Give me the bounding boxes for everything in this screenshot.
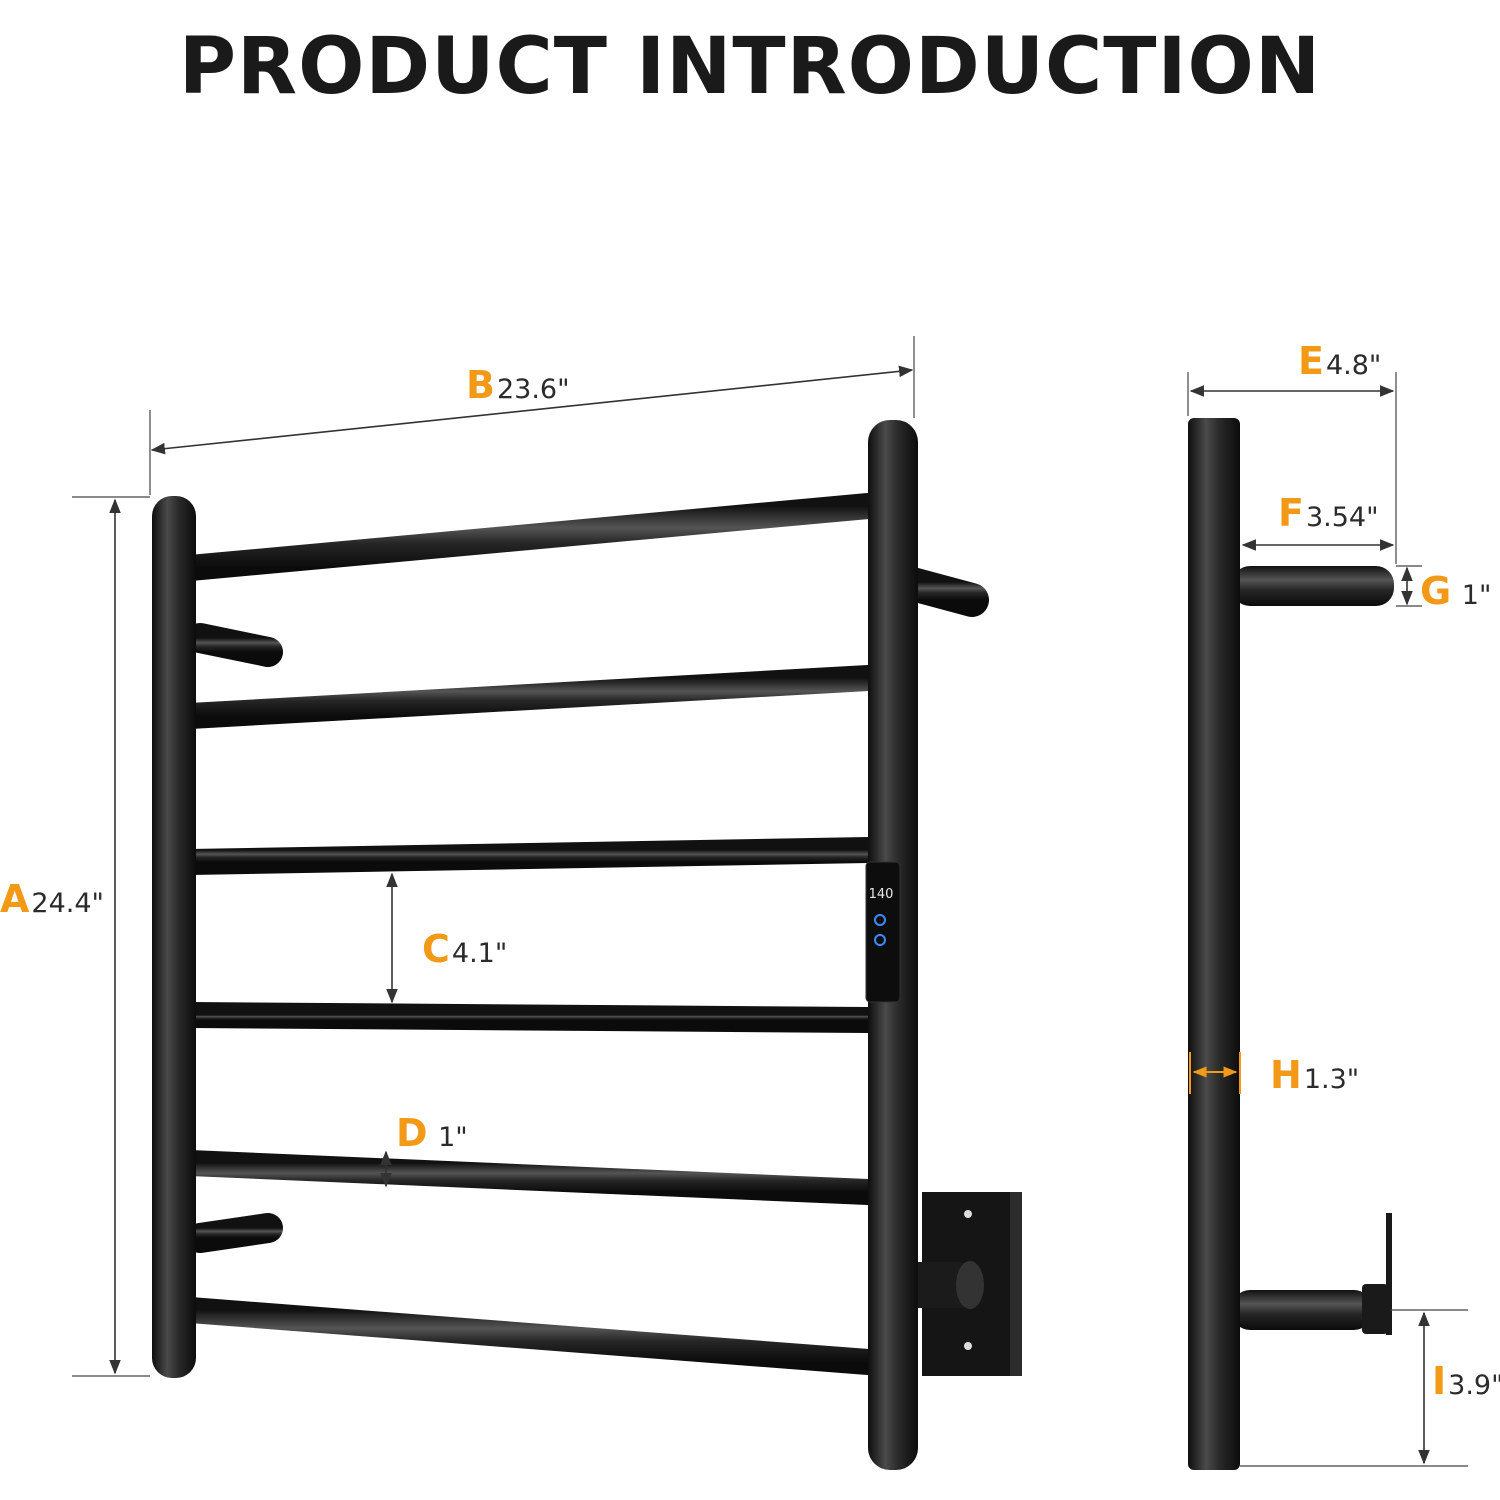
dimension-b: B23.6": [149, 336, 915, 495]
control-panel: 140: [865, 861, 901, 1003]
towel-rack-front-view: 140: [152, 420, 1022, 1470]
left-hook-lower: [185, 1213, 283, 1253]
dimension-d: D 1": [380, 1111, 468, 1188]
left-hook-upper: [185, 623, 283, 667]
left-post: [152, 496, 196, 1378]
side-post: [1188, 418, 1240, 1470]
dimension-c-value: 4.1": [452, 938, 507, 969]
dimension-b-letter: B: [466, 363, 495, 407]
dimension-g: G 1": [1396, 565, 1491, 613]
dimension-a: A24.4": [0, 496, 150, 1377]
temperature-button-icon[interactable]: [874, 914, 886, 926]
dimension-e: E4.8": [1187, 339, 1397, 564]
svg-text:B23.6": B23.6": [466, 363, 570, 407]
dimension-g-value: 1": [1453, 580, 1491, 611]
bar-6: [177, 1297, 881, 1375]
side-upper-arm: [1232, 566, 1394, 606]
dimension-d-value: 1": [430, 1122, 468, 1153]
dimension-f: F3.54": [1241, 491, 1395, 551]
svg-text:A24.4": A24.4": [0, 877, 104, 921]
dimension-g-letter: G: [1420, 569, 1451, 613]
svg-text:F3.54": F3.54": [1278, 491, 1379, 535]
dimension-c-letter: C: [422, 927, 450, 971]
svg-text:C4.1": C4.1": [422, 927, 507, 971]
dimension-h: H1.3": [1189, 1052, 1359, 1097]
bar-3: [177, 837, 881, 875]
svg-text:I3.9": I3.9": [1432, 1359, 1500, 1403]
dimension-h-value: 1.3": [1304, 1064, 1359, 1095]
dimension-a-letter: A: [0, 877, 30, 921]
dimension-d-letter: D: [396, 1111, 428, 1155]
dimension-b-value: 23.6": [497, 374, 570, 405]
dimension-i-value: 3.9": [1448, 1370, 1500, 1401]
dimension-c: C4.1": [386, 872, 507, 1004]
side-lower-arm: [1232, 1290, 1372, 1330]
dimension-f-value: 3.54": [1306, 502, 1379, 533]
temperature-display: 140: [869, 887, 894, 902]
dimension-a-value: 24.4": [31, 888, 104, 919]
power-button-icon[interactable]: [874, 934, 886, 946]
svg-text:H1.3": H1.3": [1270, 1053, 1359, 1097]
dimension-i-letter: I: [1432, 1359, 1446, 1403]
dimension-f-letter: F: [1278, 491, 1304, 535]
towel-rack-side-view: [1188, 418, 1394, 1470]
svg-text:D 1": D 1": [396, 1111, 468, 1155]
wall-mount-plate: [900, 1192, 1022, 1376]
dimension-e-letter: E: [1298, 339, 1324, 383]
dimension-e-value: 4.8": [1326, 350, 1381, 381]
bar-5: [177, 1150, 881, 1205]
dimension-i: I3.9": [1240, 1309, 1500, 1467]
side-wall-flange: [1362, 1284, 1388, 1334]
dimension-h-letter: H: [1270, 1053, 1302, 1097]
bar-2: [177, 665, 881, 729]
bar-4: [177, 1002, 881, 1033]
bar-1: [177, 493, 881, 581]
page-title: PRODUCT INTRODUCTION: [178, 22, 1322, 112]
svg-text:G 1": G 1": [1420, 569, 1491, 613]
svg-text:E4.8": E4.8": [1298, 339, 1381, 383]
